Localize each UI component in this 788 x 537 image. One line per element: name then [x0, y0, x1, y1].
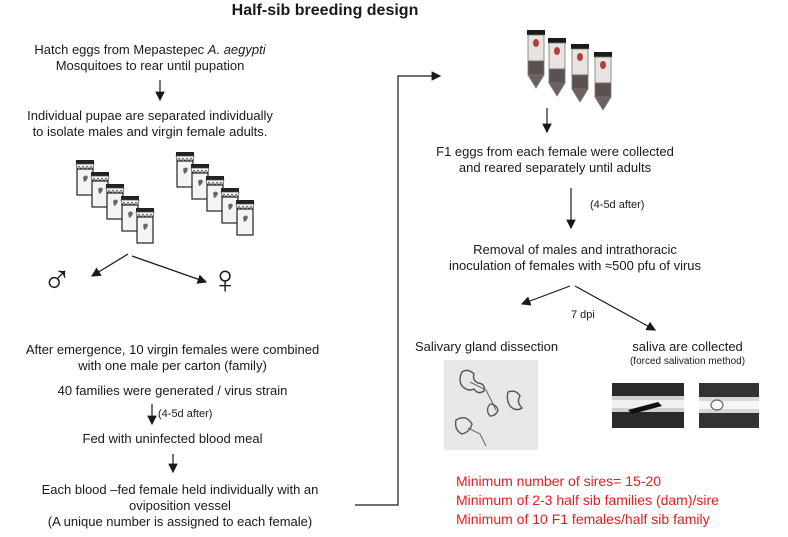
arrow-to-salivary: [520, 285, 571, 306]
requirement-sires: Minimum number of sires= 15-20: [456, 473, 662, 489]
step-hatch-eggs: Hatch eggs from Mepastepec A. aegypti Mo…: [34, 42, 266, 73]
saliva-capillary-image-1: [612, 383, 684, 428]
requirement-f1-females: Minimum of 10 F1 females/half sib family: [456, 511, 710, 527]
saliva-capillary-image-2: [699, 383, 759, 428]
arrow-to-female: [131, 255, 208, 284]
step-blood-meal: Fed with uninfected blood meal: [82, 431, 263, 446]
step-f1-eggs: F1 eggs from each female were collected …: [436, 144, 674, 175]
step-oviposition: Each blood –fed female held individually…: [41, 482, 319, 529]
interval-label-right: (4-5d after): [590, 199, 645, 211]
step-emergence: After emergence, 10 virgin females were …: [25, 342, 320, 373]
rearing-tubes: [526, 29, 613, 111]
step-families-generated: 40 families were generated / virus strai…: [57, 383, 288, 398]
connector-left-to-right: [355, 71, 442, 506]
arrow-to-saliva: [574, 285, 657, 331]
salivary-gland-label: Salivary gland dissection: [415, 339, 559, 354]
diagram-title: Half-sib breeding design: [231, 2, 419, 19]
step-separate-pupae: Individual pupae are separated individua…: [27, 108, 273, 139]
saliva-collected-label: saliva are collected: [632, 339, 743, 354]
female-symbol: ♀: [210, 258, 240, 302]
salivary-gland-image: [444, 360, 538, 450]
isolation-cups-male: [75, 159, 155, 244]
dpi-label: 7 dpi: [571, 309, 595, 321]
arrow-to-male: [90, 253, 129, 277]
interval-label-left: (4-5d after): [158, 408, 213, 420]
saliva-method-label: (forced salivation method): [629, 356, 746, 367]
step-removal-inoculation: Removal of males and intrathoracic inocu…: [448, 242, 702, 273]
male-symbol: ♂: [42, 258, 72, 302]
isolation-cups-female: [175, 151, 255, 236]
requirement-half-sib-families: Minimum of 2-3 half sib families (dam)/s…: [456, 492, 719, 508]
